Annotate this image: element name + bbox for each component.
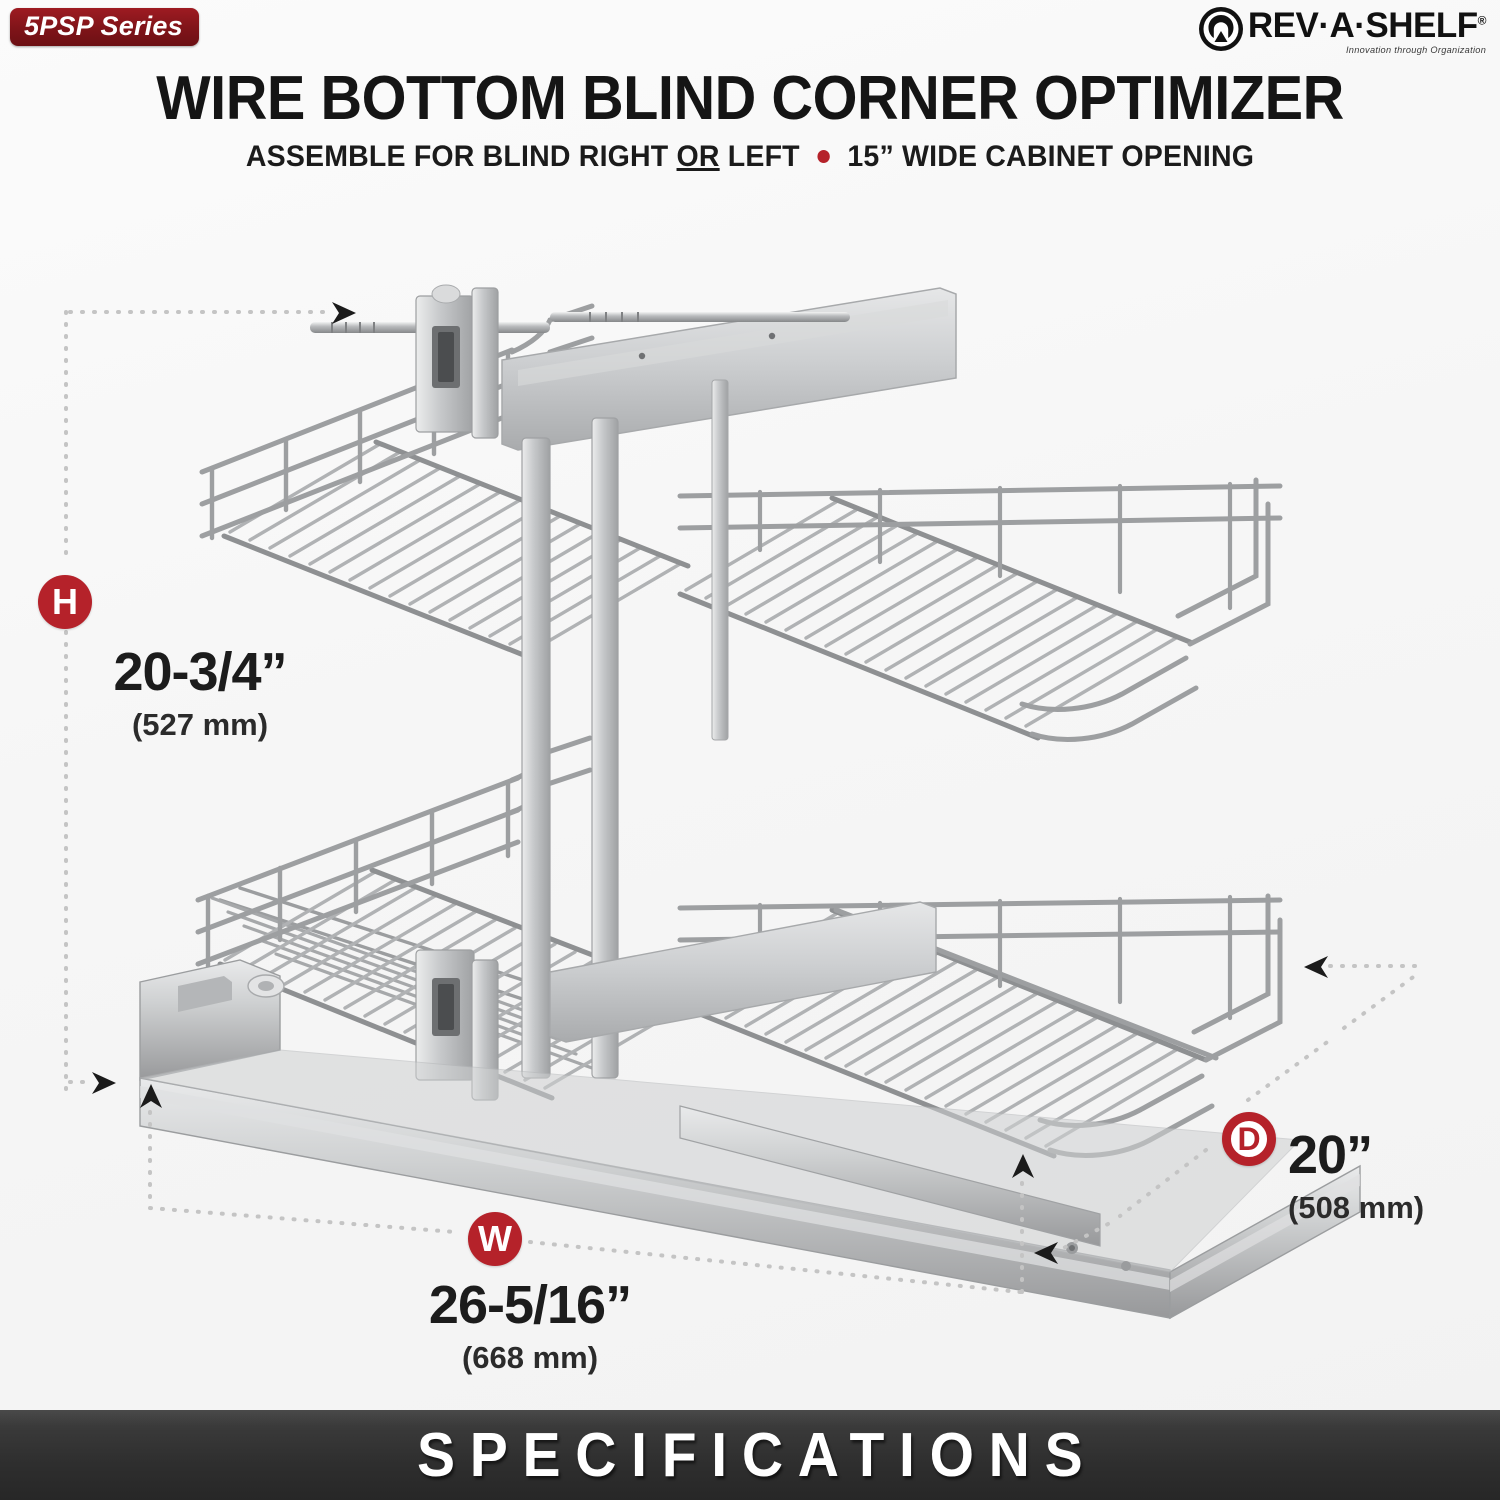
height-value-inches: 20-3/4” <box>113 642 287 702</box>
dimension-badge-height: H <box>38 575 92 629</box>
subtitle-bullet-icon <box>817 150 830 164</box>
width-value-inches: 26-5/16” <box>428 1275 632 1335</box>
depth-value-inches: 20” <box>1288 1125 1373 1185</box>
trademark-symbol: ® <box>1477 13 1487 28</box>
depth-value-mm: (508 mm) <box>1288 1190 1425 1225</box>
arrow-head-right-lower <box>92 1072 116 1094</box>
page-subtitle: ASSEMBLE FOR BLIND RIGHT OR LEFT 15” WID… <box>38 142 1463 172</box>
brand-name: REV·A·SHELF® <box>1247 6 1487 45</box>
subtitle-after-or: LEFT <box>727 140 800 173</box>
specifications-banner: SPECIFICATIONS <box>0 1410 1500 1500</box>
width-value-mm: (668 mm) <box>461 1340 599 1375</box>
height-value-mm: (527 mm) <box>131 707 269 742</box>
dimension-label-width: 26-5/16” (668 mm) <box>350 1278 710 1373</box>
brand-tagline: Innovation through Organization <box>1345 45 1486 56</box>
rev-a-shelf-circle-logo-icon <box>1198 6 1244 52</box>
page-title: WIRE BOTTOM BLIND CORNER OPTIMIZER <box>156 64 1344 133</box>
specifications-label: SPECIFICATIONS <box>417 1420 1098 1490</box>
dimension-label-height: 20-3/4” (527 mm) <box>60 645 340 740</box>
series-badge: 5PSP Series <box>10 8 199 47</box>
subtitle-or: OR <box>676 140 720 173</box>
dimension-badge-depth: D <box>1222 1112 1276 1166</box>
subtitle-before-or: ASSEMBLE FOR BLIND RIGHT <box>245 140 669 173</box>
brand-logo: REV·A·SHELF® Innovation through Organiza… <box>1198 6 1487 60</box>
product-illustration <box>120 260 1400 1320</box>
dimension-badge-width: W <box>468 1212 522 1266</box>
subtitle-tail: 15” WIDE CABINET OPENING <box>847 140 1255 173</box>
dimension-label-depth: 20” (508 mm) <box>1288 1128 1498 1223</box>
